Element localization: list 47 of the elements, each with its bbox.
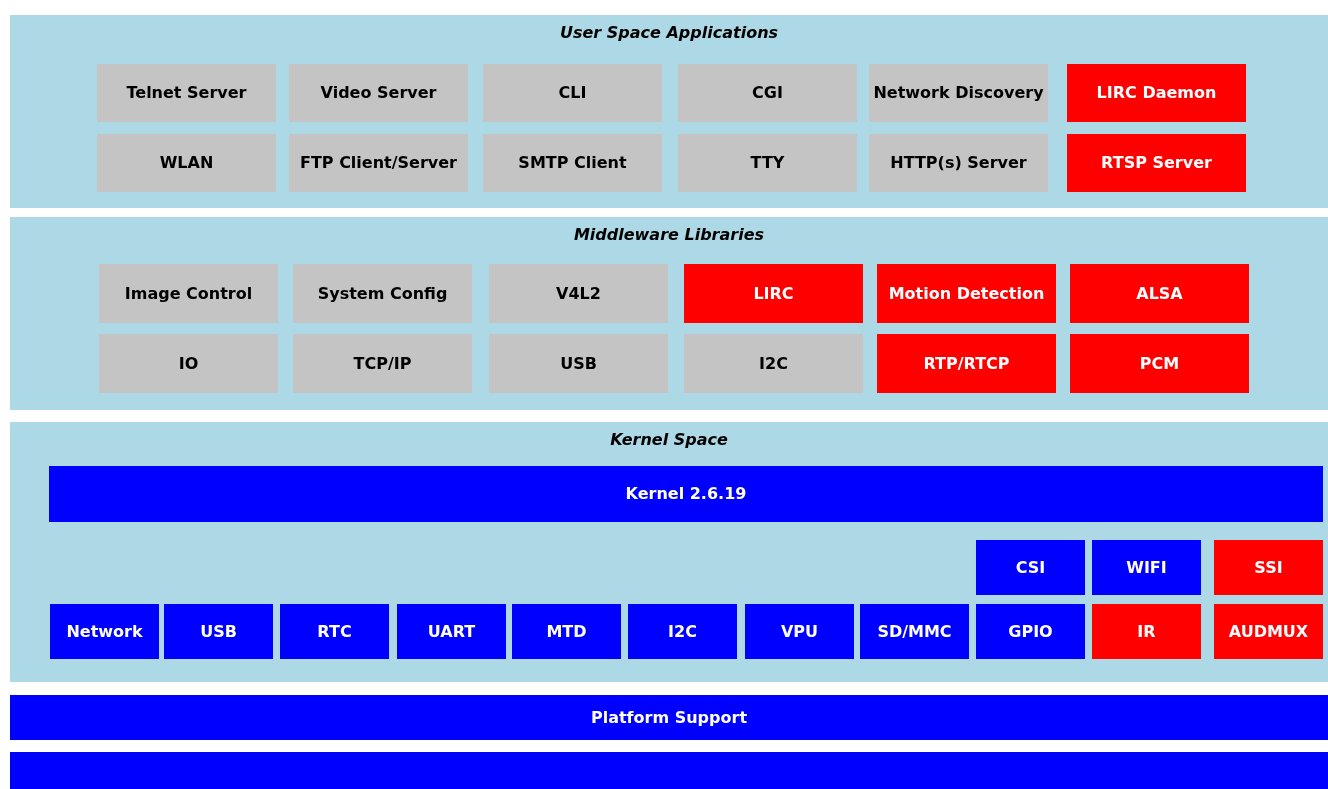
layer-bar — [10, 752, 1328, 789]
module-box: Network Discovery — [869, 64, 1048, 122]
module-box: AUDMUX — [1214, 604, 1323, 659]
module-box: HTTP(s) Server — [869, 134, 1048, 192]
layer-panel — [10, 217, 1328, 410]
module-box: WIFI — [1092, 540, 1201, 595]
module-box: LIRC — [684, 264, 863, 323]
module-box: CGI — [678, 64, 857, 122]
module-box: FTP Client/Server — [289, 134, 468, 192]
layer-bar: Platform Support — [10, 695, 1328, 740]
module-box: GPIO — [976, 604, 1085, 659]
module-box: Motion Detection — [877, 264, 1056, 323]
layer-title: Kernel Space — [610, 430, 728, 450]
module-box: V4L2 — [489, 264, 668, 323]
module-box: I2C — [684, 334, 863, 393]
module-box: TTY — [678, 134, 857, 192]
module-box: IR — [1092, 604, 1201, 659]
layer-panel — [10, 15, 1328, 208]
module-box: Network — [50, 604, 159, 659]
module-box: WLAN — [97, 134, 276, 192]
module-box: PCM — [1070, 334, 1249, 393]
module-box: System Config — [293, 264, 472, 323]
module-box: RTSP Server — [1067, 134, 1246, 192]
module-box: USB — [489, 334, 668, 393]
module-box: CSI — [976, 540, 1085, 595]
module-box: SD/MMC — [860, 604, 969, 659]
module-box: SMTP Client — [483, 134, 662, 192]
module-box: Telnet Server — [97, 64, 276, 122]
module-box: I2C — [628, 604, 737, 659]
module-box: CLI — [483, 64, 662, 122]
module-box: RTP/RTCP — [877, 334, 1056, 393]
module-box: MTD — [512, 604, 621, 659]
module-box: ALSA — [1070, 264, 1249, 323]
module-box: VPU — [745, 604, 854, 659]
module-box: TCP/IP — [293, 334, 472, 393]
module-box: IO — [99, 334, 278, 393]
layer-bar: Kernel 2.6.19 — [49, 466, 1323, 522]
module-box: Video Server — [289, 64, 468, 122]
module-box: USB — [164, 604, 273, 659]
layer-title: Middleware Libraries — [573, 225, 765, 245]
module-box: RTC — [280, 604, 389, 659]
layer-title: User Space Applications — [559, 23, 779, 43]
module-box: LIRC Daemon — [1067, 64, 1246, 122]
module-box: UART — [397, 604, 506, 659]
module-box: Image Control — [99, 264, 278, 323]
layer-panel — [10, 422, 1328, 682]
module-box: SSI — [1214, 540, 1323, 595]
